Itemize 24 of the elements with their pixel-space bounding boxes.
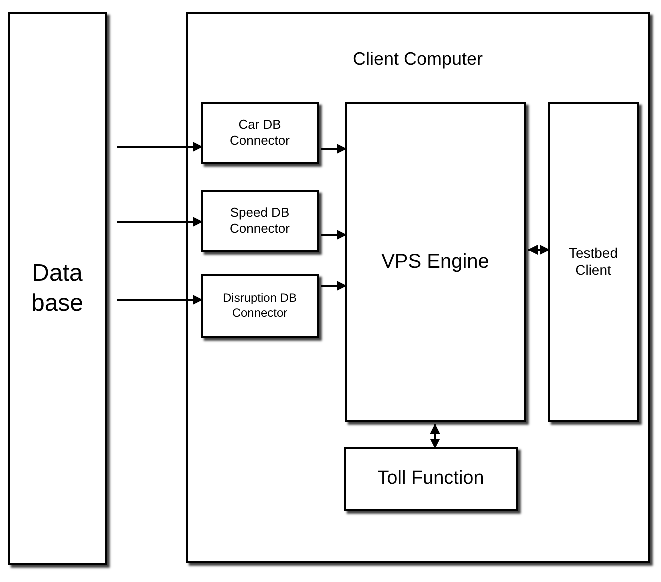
connector-box xyxy=(201,274,319,338)
computer-frame xyxy=(186,12,650,563)
connector-box xyxy=(201,190,319,252)
function-box xyxy=(344,447,518,511)
node-label: Data base xyxy=(30,258,85,318)
arrow xyxy=(321,230,347,240)
engine-box xyxy=(345,102,526,422)
arrow xyxy=(117,295,203,305)
arrow xyxy=(117,217,203,227)
client-box xyxy=(548,102,639,422)
arrow xyxy=(430,424,440,449)
node-label: Testbed Client xyxy=(568,244,620,280)
node-label: Toll Function xyxy=(376,466,486,491)
arrow xyxy=(528,245,550,255)
connector-box xyxy=(201,102,319,164)
node-label: VPS Engine xyxy=(380,250,490,275)
node-label: Car DB Connector xyxy=(229,116,291,150)
arrow xyxy=(117,142,203,152)
database-box xyxy=(8,12,107,565)
arrow xyxy=(321,144,347,154)
node-label: Disruption DB Connector xyxy=(222,291,298,321)
node-label: Speed DB Connector xyxy=(229,204,291,238)
arrow xyxy=(321,281,347,291)
node-label: Client Computer xyxy=(352,48,484,71)
